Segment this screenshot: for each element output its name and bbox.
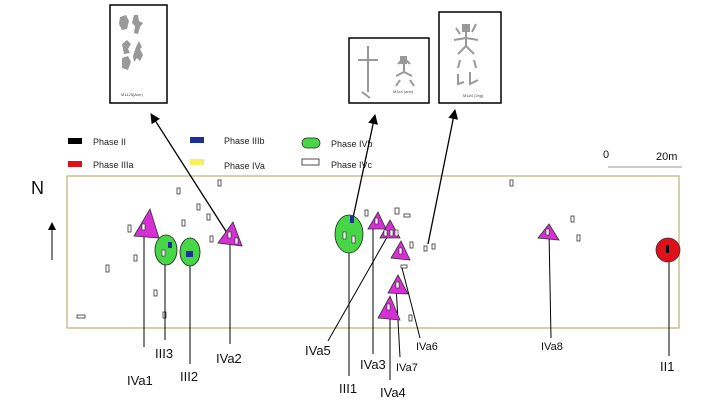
ellipse-iii3 <box>154 234 178 266</box>
scale-end-label: 20m <box>656 151 677 163</box>
triangle-iva7 <box>387 274 409 295</box>
label-iva8: IVa8 <box>541 341 563 353</box>
legend-label-phase-iiia: Phase IIIa <box>93 160 134 170</box>
label-iii1: III1 <box>339 381 357 396</box>
photo-2: M1x4 (ann) <box>348 37 430 104</box>
legend-label-phase-ivb: Phase IVb <box>331 139 373 149</box>
legend-swatch-phase-ii <box>68 138 82 144</box>
leader-lines <box>143 222 670 380</box>
triangle-iva3 <box>367 211 387 230</box>
site-labels: IVa1 III3 III2 IVa2 IVa5 III1 IVa3 IVa4 … <box>127 341 674 400</box>
arrow-to-photo-3 <box>427 109 459 245</box>
photo-3-caption: M1#4 (2ng) <box>463 93 484 98</box>
triangle-iva6 <box>390 240 411 261</box>
photo-2-caption: M1x4 (ann) <box>393 89 414 94</box>
photo-3: M1#4 (2ng) <box>438 11 502 104</box>
label-iva3: IVa3 <box>360 357 386 372</box>
legend-label-phase-iiib: Phase IIIb <box>224 136 265 146</box>
label-iva1: IVa1 <box>127 373 153 388</box>
circle-ii1 <box>655 237 681 263</box>
legend-swatch-phase-ivc <box>301 158 320 166</box>
label-iva4: IVa4 <box>380 385 406 400</box>
triangle-iva2 <box>217 221 243 247</box>
label-iva6: IVa6 <box>416 341 438 353</box>
ellipse-iii2 <box>179 237 201 267</box>
label-iva7: IVa7 <box>396 362 418 374</box>
arrow-to-photo-2 <box>352 114 379 219</box>
scale-bar: 0 20m <box>603 149 682 168</box>
legend-swatch-phase-ivb <box>301 137 321 149</box>
scale-start-label: 0 <box>603 149 609 161</box>
legend-swatch-phase-iva <box>190 159 204 165</box>
label-ii1: II1 <box>660 359 674 374</box>
legend-swatch-phase-iiib <box>190 137 204 143</box>
label-iva2: IVa2 <box>216 351 242 366</box>
triangle-iva4 <box>377 295 401 321</box>
label-iii2: III2 <box>180 369 198 384</box>
label-iva5: IVa5 <box>305 343 331 358</box>
arrow-to-photo-1 <box>150 113 230 237</box>
photo-1: M1125(Ann) <box>109 4 168 104</box>
legend-label-phase-ivc: Phase IVc <box>331 160 373 170</box>
legend: Phase II Phase IIIa Phase IIIb Phase IVa… <box>68 136 373 171</box>
triangle-iva8 <box>537 223 560 241</box>
photo-1-caption: M1125(Ann) <box>121 92 143 97</box>
legend-swatch-phase-iiia <box>68 161 82 167</box>
north-label: N <box>31 178 44 198</box>
north-arrow: N <box>31 178 56 260</box>
triangle-iva5 <box>379 219 401 239</box>
rock-markers <box>76 179 581 322</box>
triangle-iva1 <box>133 208 160 239</box>
legend-label-phase-iva: Phase IVa <box>224 161 265 171</box>
ellipse-iii1 <box>334 214 364 254</box>
label-iii3: III3 <box>155 346 173 361</box>
legend-label-phase-ii: Phase II <box>93 137 126 147</box>
